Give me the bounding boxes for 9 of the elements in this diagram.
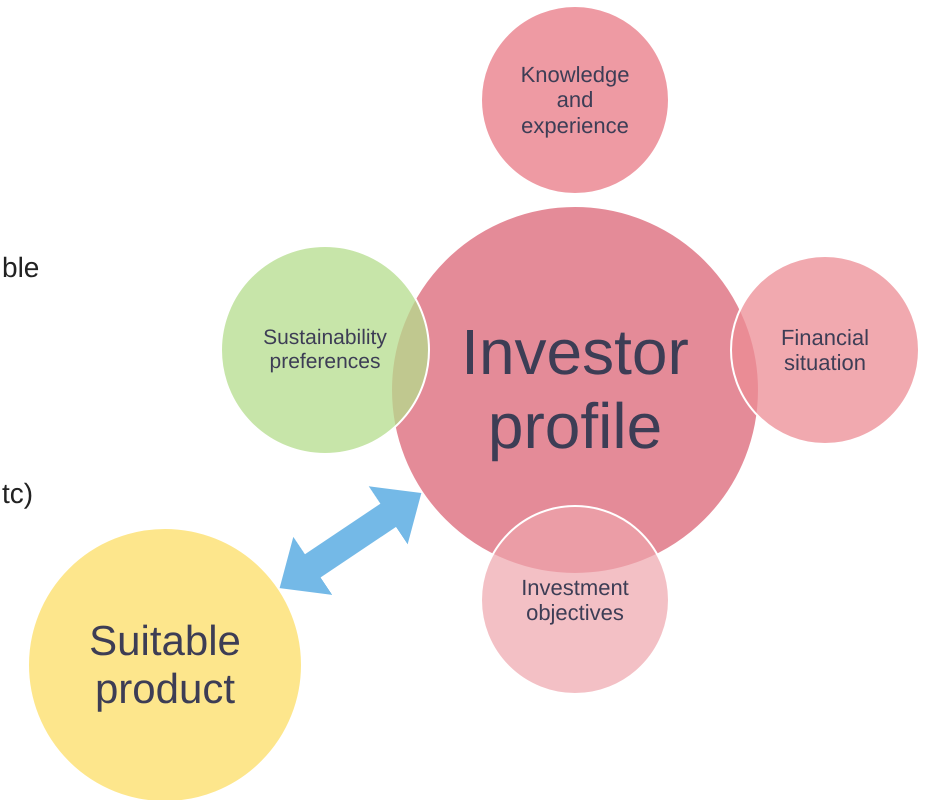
circle-title: Investor profile xyxy=(460,316,690,464)
cut-off-text: tc) xyxy=(2,478,34,510)
double-arrow xyxy=(280,486,422,595)
circle-label: Financial situation xyxy=(780,324,870,376)
cut-off-text: ble xyxy=(2,252,40,284)
circle-label: Investment objectives xyxy=(520,574,630,626)
circle-label: Sustainability preferences xyxy=(262,326,388,374)
circle-title: Suitable product xyxy=(88,616,242,714)
circle-label: Knowledge and experience xyxy=(520,62,630,138)
